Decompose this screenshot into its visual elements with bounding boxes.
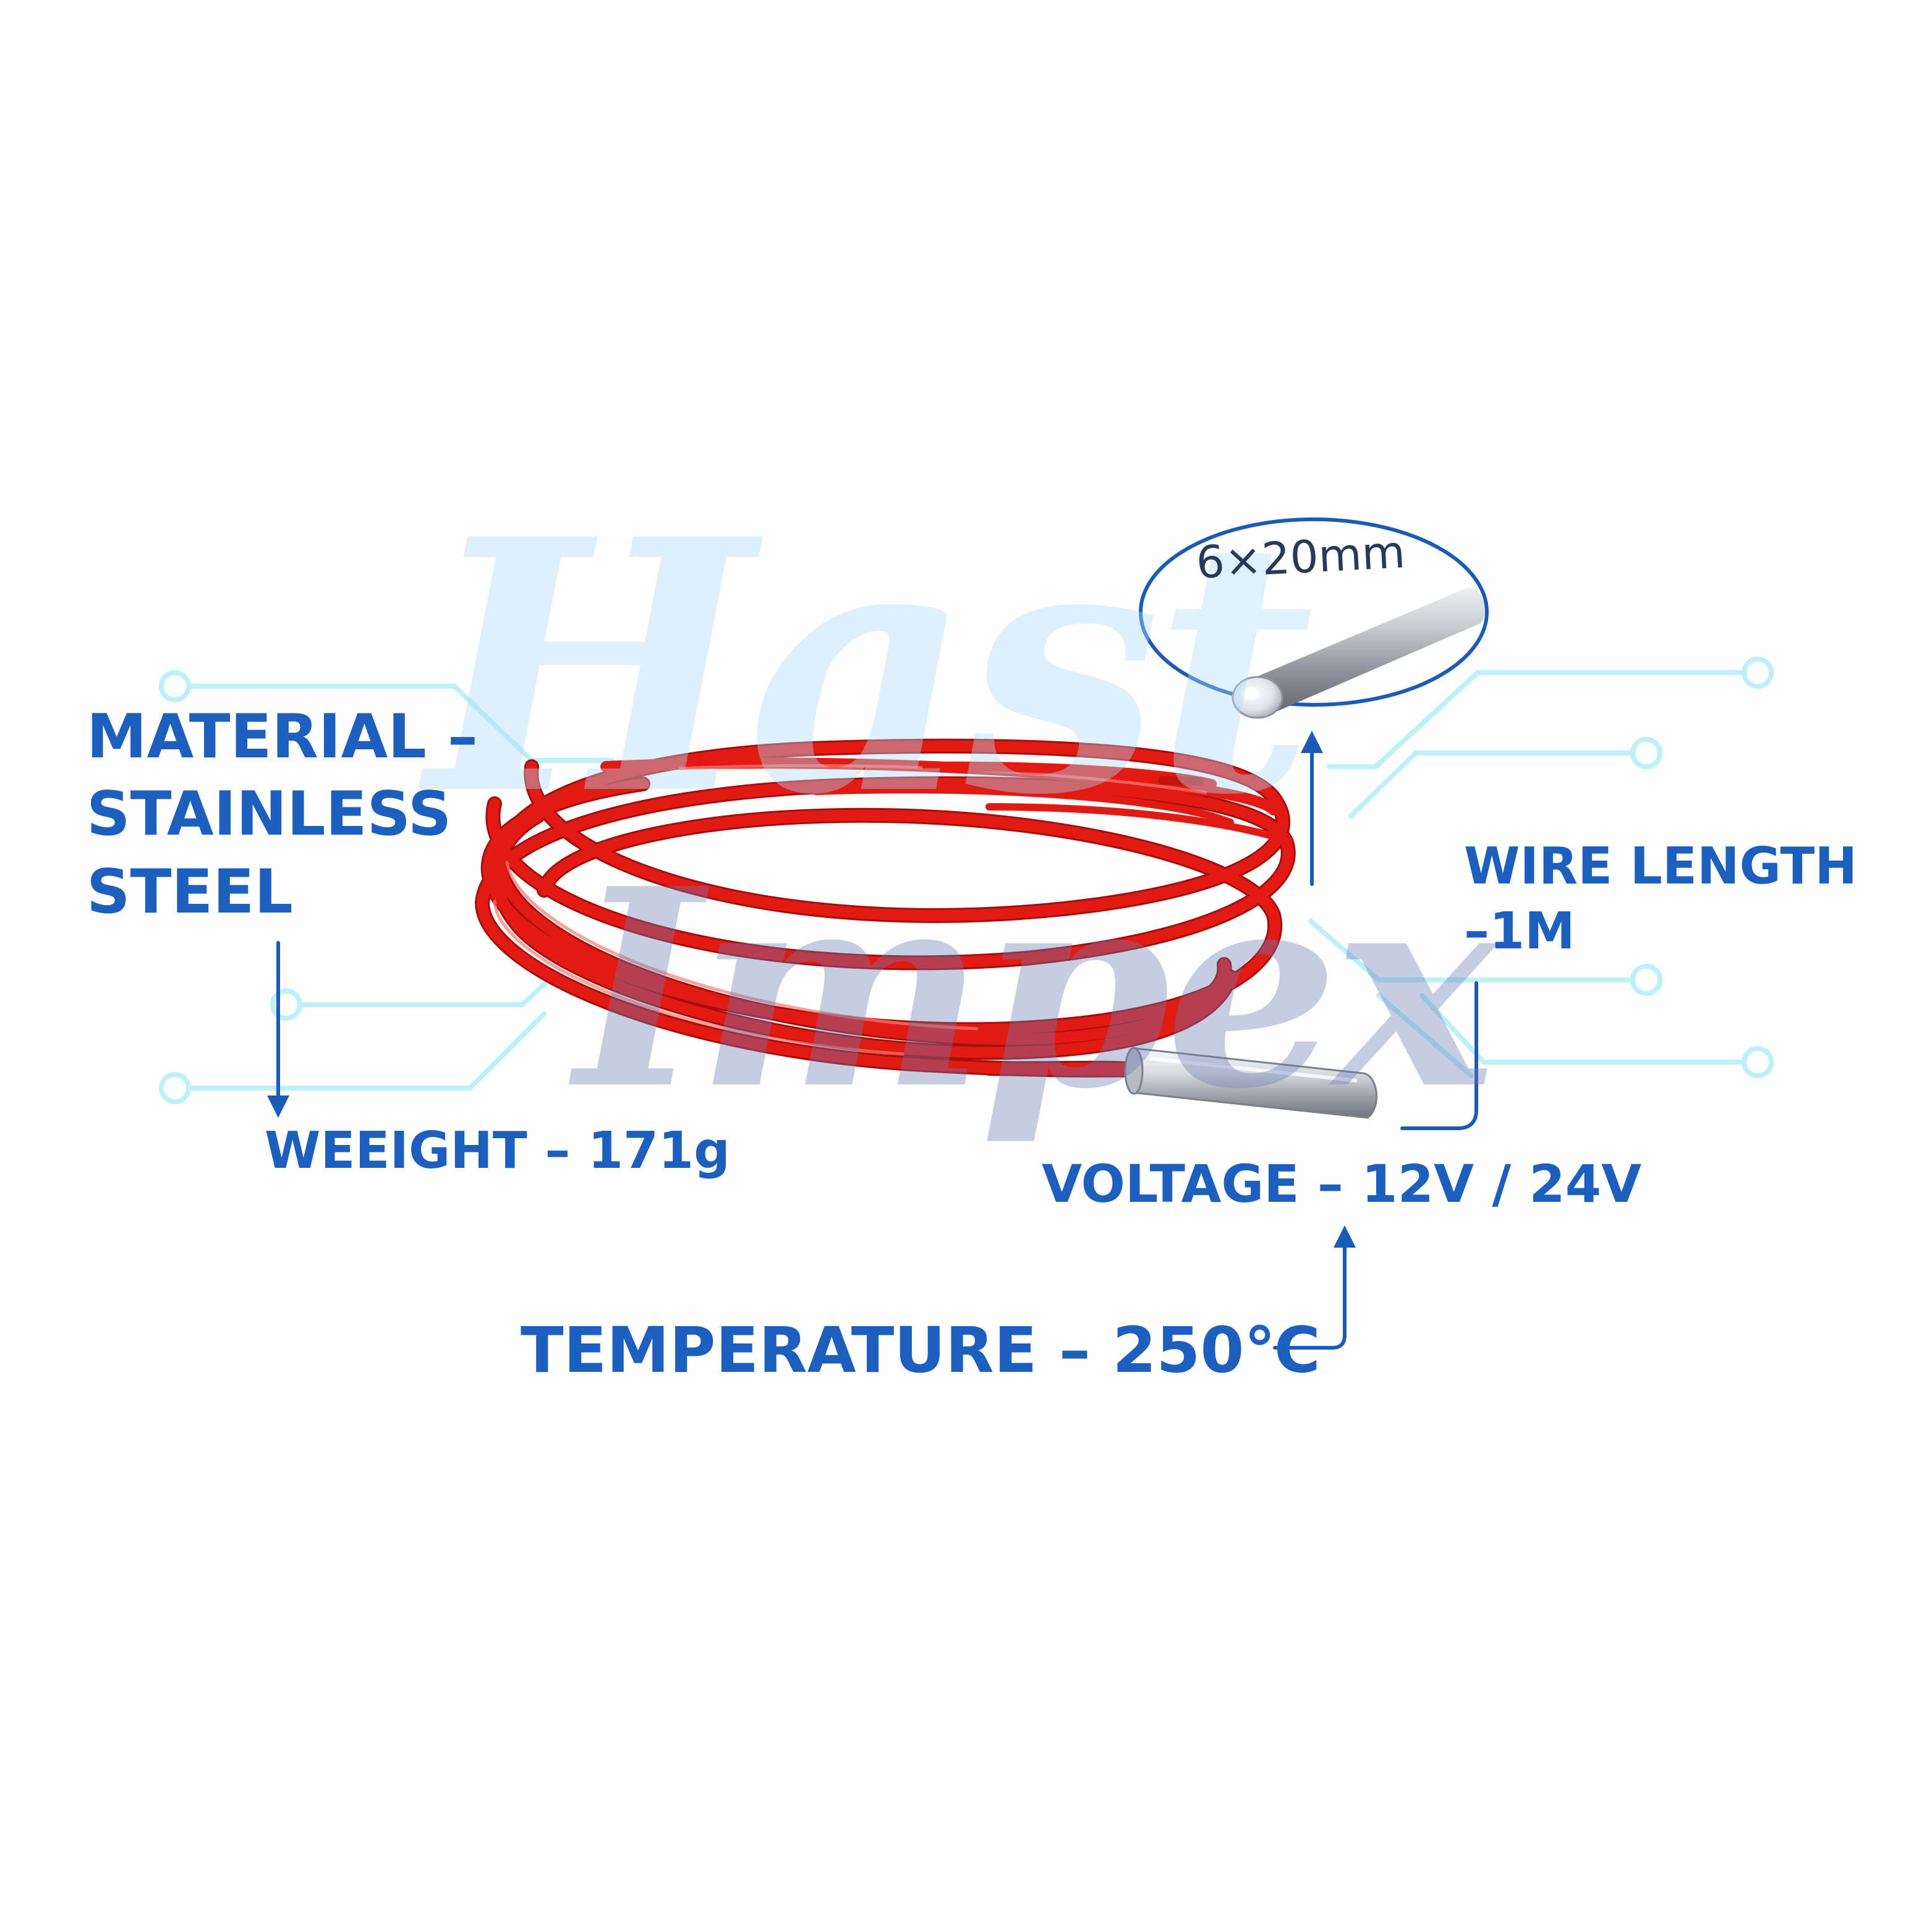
- wire-length-label-line: –1M: [1464, 901, 1575, 961]
- arrow-temperature-to-voltage: [1273, 1225, 1356, 1350]
- material-label-line: STAINLESS: [87, 779, 452, 850]
- red-wire-coil: [474, 738, 1296, 1078]
- trace-node: [159, 670, 191, 702]
- trace-right-2: [1348, 751, 1635, 819]
- trace-left-3: [186, 1011, 547, 1091]
- material-label-line: MATERIAL –: [87, 702, 478, 772]
- callout-arrows: [267, 731, 1478, 1350]
- steel-probe: [1124, 1047, 1377, 1119]
- watermark-line-2: Impex: [575, 829, 1496, 1149]
- trace-node: [159, 1072, 191, 1104]
- probe-size-label: 6×20mm: [1194, 526, 1406, 589]
- trace-right-5: [1376, 993, 1474, 1078]
- trace-right-4: [1419, 993, 1746, 1065]
- voltage-label: VOLTAGE – 12V / 24V: [1042, 1154, 1642, 1214]
- trace-node: [1630, 964, 1662, 996]
- trace-right-1: [1327, 670, 1746, 769]
- material-label-line: STEEL: [87, 856, 293, 927]
- trace-node: [1742, 1046, 1774, 1078]
- circuit-nodes: [159, 657, 1774, 1104]
- line-wire-length: [1400, 981, 1478, 1130]
- material-label: MATERIAL – STAINLESS STEEL: [87, 699, 478, 931]
- temperature-label: TEMPERATURE – 250℃: [521, 1314, 1321, 1387]
- trace-node: [1742, 657, 1774, 689]
- trace-right-3: [1308, 919, 1635, 982]
- wire-length-label: WIRE LENGTH –1M: [1464, 835, 1857, 964]
- circuit-traces: [186, 670, 1746, 1091]
- watermark-line-1: Hast: [427, 464, 1314, 871]
- probe-zoom-callout: [1139, 517, 1489, 719]
- wire-length-label-line: WIRE LENGTH: [1464, 837, 1857, 896]
- weight-label: WEEIGHT – 171g: [265, 1121, 730, 1180]
- trace-left-1: [186, 684, 615, 763]
- trace-node: [1630, 737, 1662, 769]
